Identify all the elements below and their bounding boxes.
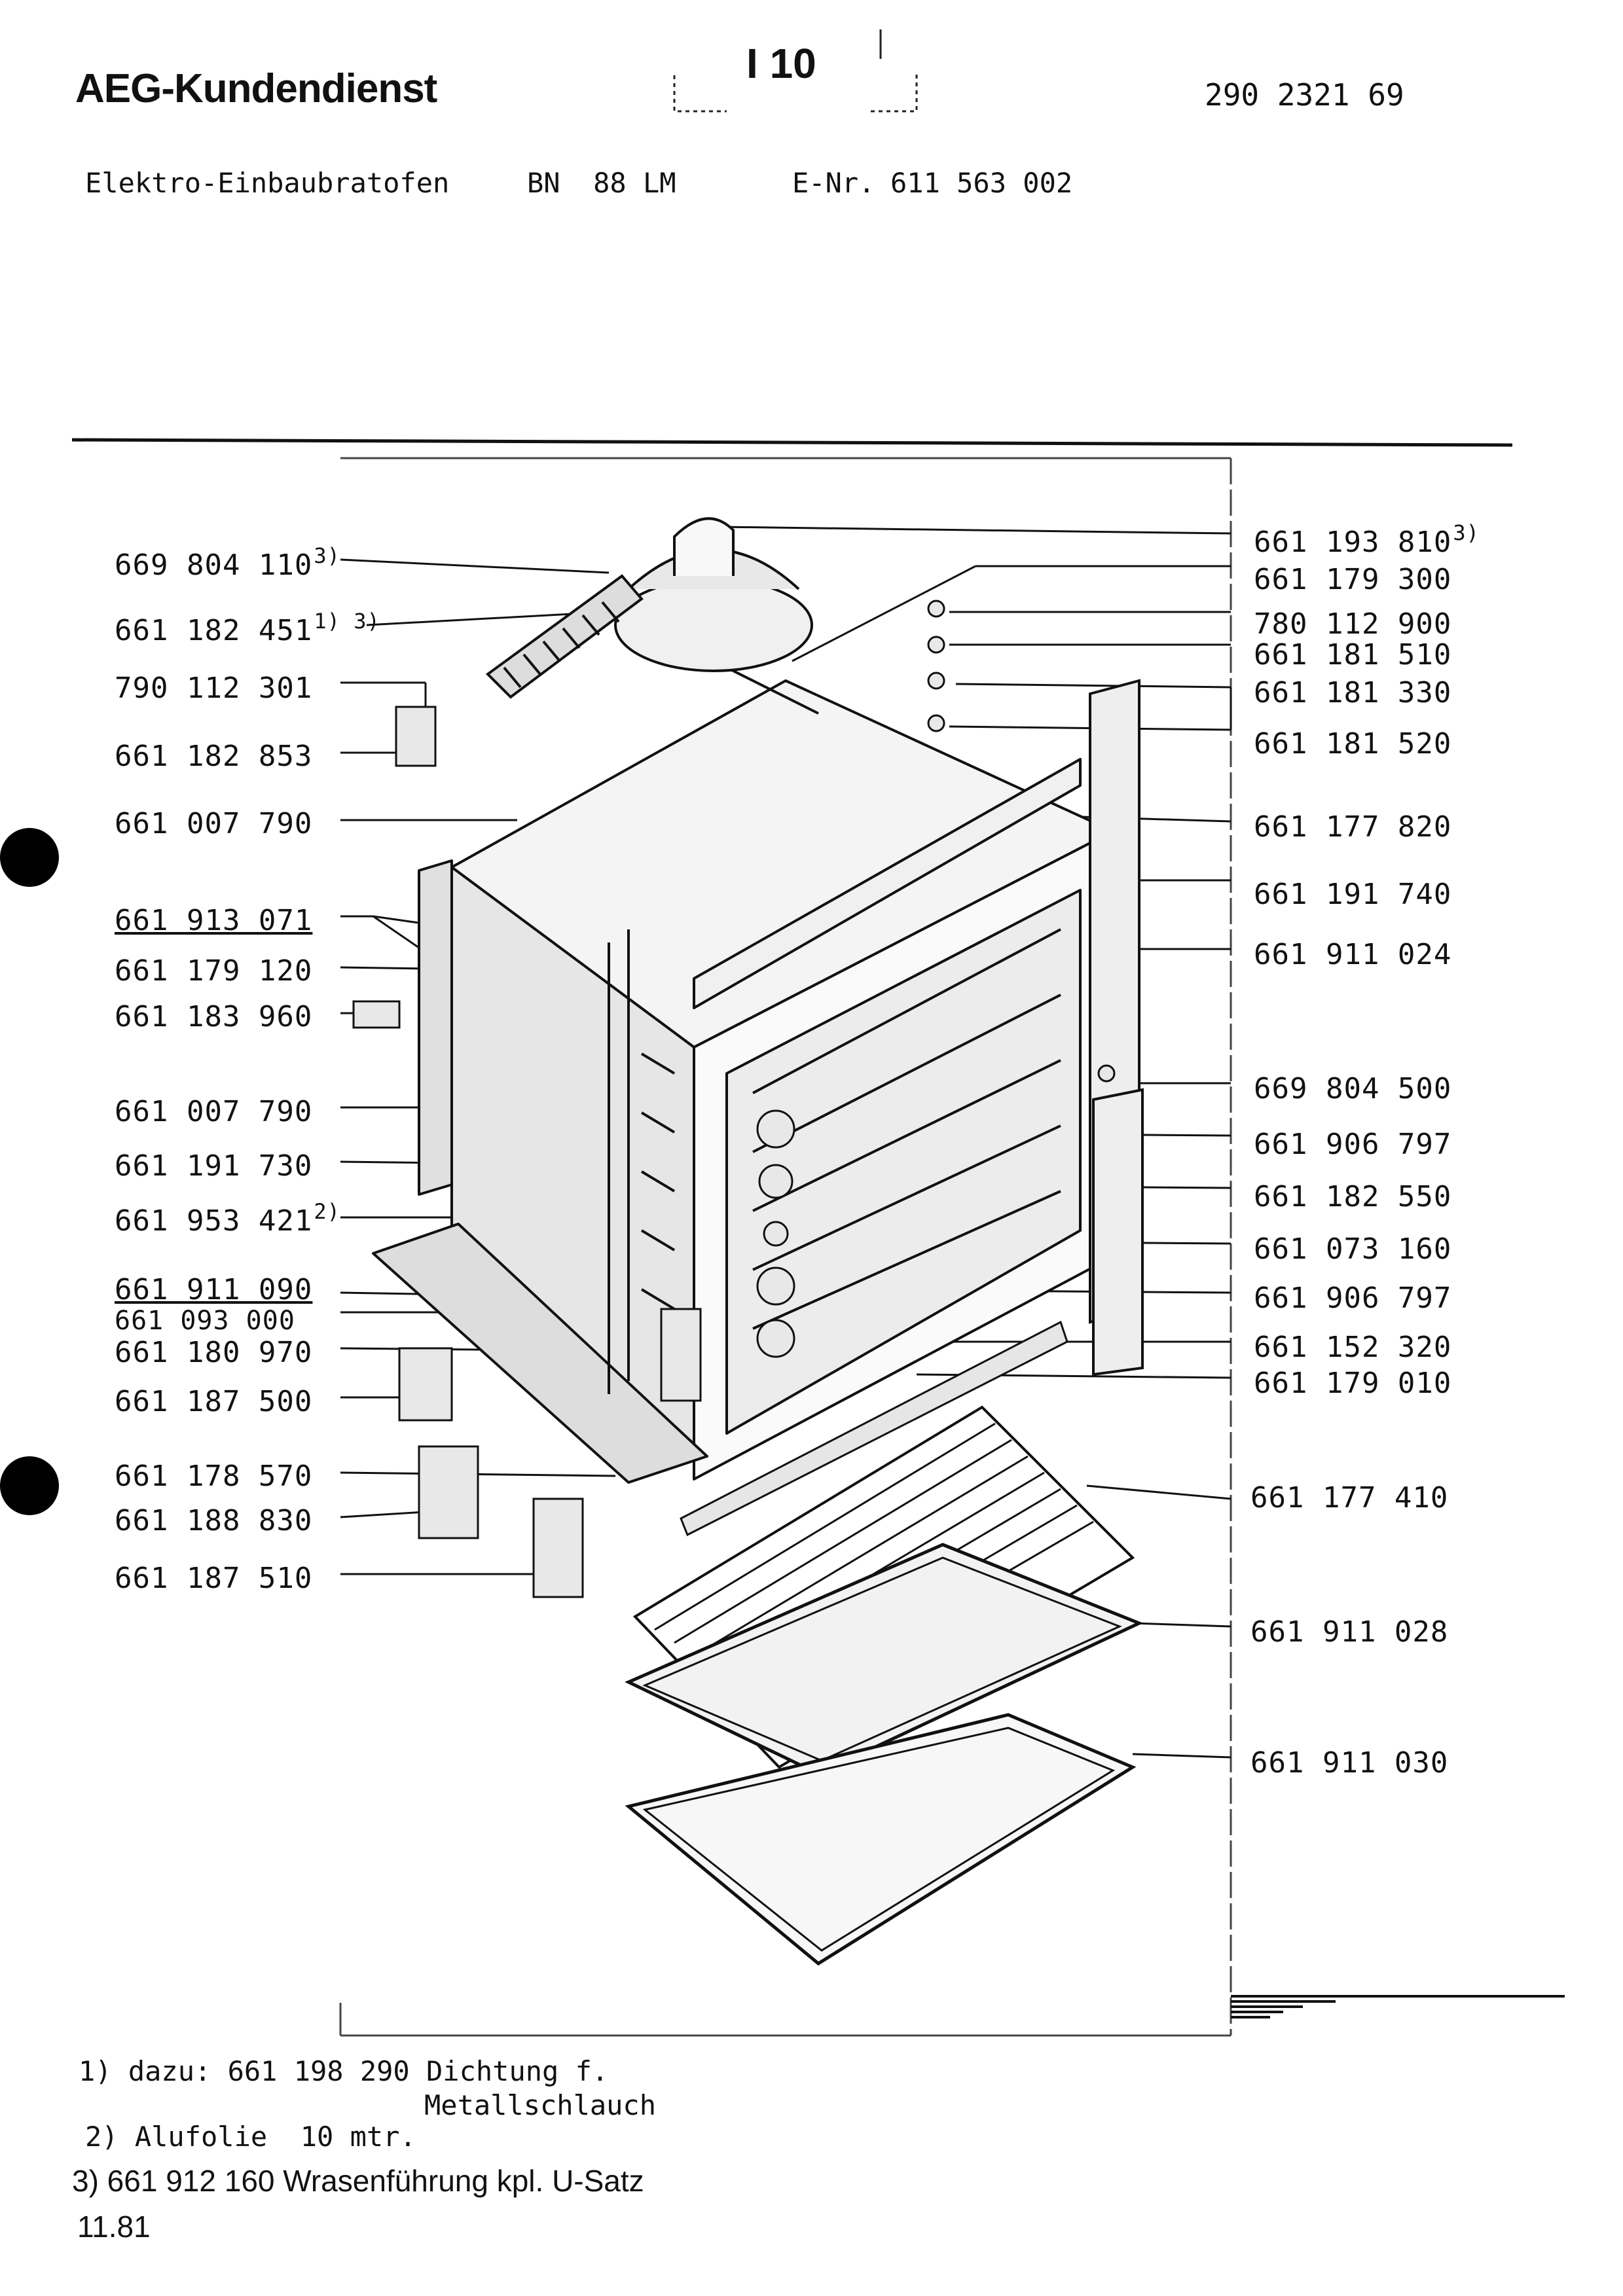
top-rule <box>71 438 1513 447</box>
page-code: I 10 <box>746 40 816 87</box>
small-fittings <box>352 600 1116 1598</box>
brand-title: AEG-Kundendienst <box>75 66 437 111</box>
part-label-left: 661 913 071 <box>115 904 313 937</box>
part-label-left: 661 182 4511) 3) <box>115 609 380 647</box>
part-label-left: 661 007 790 <box>115 807 313 840</box>
baking-tray <box>625 1543 1144 1776</box>
part-label-right: 661 177 410 <box>1250 1481 1449 1515</box>
footnote-2: 2) Alufolie 10 mtr. <box>85 2121 416 2153</box>
part-label-right: 661 152 320 <box>1254 1331 1452 1364</box>
part-label-right: 661 179 300 <box>1254 563 1452 596</box>
doc-number: 290 2321 69 <box>1205 77 1404 113</box>
part-label-right: 661 911 030 <box>1250 1746 1449 1780</box>
part-label-left: 661 178 570 <box>115 1460 313 1493</box>
part-label-right: 780 112 900 <box>1254 607 1452 641</box>
scan-artifact <box>1231 1995 1565 2018</box>
fan-unit <box>614 517 813 672</box>
part-label-left: 661 182 853 <box>115 740 313 773</box>
part-label-right: 661 906 797 <box>1254 1282 1452 1315</box>
part-label-left: 790 112 301 <box>115 672 313 705</box>
part-label-left: 661 183 960 <box>115 1000 313 1033</box>
side-rails-right <box>1089 679 1144 1376</box>
part-label-right: 661 906 797 <box>1254 1128 1452 1161</box>
enr-value: 611 563 002 <box>890 167 1073 199</box>
part-label-left: 661 187 500 <box>115 1385 313 1418</box>
part-label-left: 661 007 790 <box>115 1095 313 1128</box>
part-label-right: 661 181 520 <box>1254 727 1452 761</box>
part-label-right: 669 804 500 <box>1254 1072 1452 1105</box>
footnote-1-continued: Metallschlauch <box>424 2089 657 2121</box>
part-label-right: 661 179 010 <box>1254 1367 1452 1400</box>
footnote-1: 1) dazu: 661 198 290 Dichtung f. <box>79 2055 609 2087</box>
part-label-right: 661 177 820 <box>1254 810 1452 844</box>
product-model: BN 88 LM <box>527 167 676 199</box>
punch-hole-top <box>0 828 59 887</box>
drip-pan <box>625 1713 1137 1966</box>
part-label-right: 661 181 330 <box>1254 676 1452 709</box>
enr-label: E-Nr. <box>792 167 875 199</box>
part-label-left: 661 180 970 <box>115 1336 313 1369</box>
part-label-right: 661 182 550 <box>1254 1180 1452 1213</box>
part-label-right: 661 191 740 <box>1254 878 1452 911</box>
product-description: Elektro-Einbaubratofen <box>85 167 450 199</box>
part-label-right: 661 181 510 <box>1254 638 1452 672</box>
part-label-right: 661 911 028 <box>1250 1615 1449 1649</box>
page-code-bracket <box>673 29 918 113</box>
part-label-left: 661 179 120 <box>115 954 313 988</box>
part-label-left: 661 093 000 <box>115 1306 295 1336</box>
part-label-left: 661 188 830 <box>115 1504 313 1537</box>
part-label-left: 661 187 510 <box>115 1562 313 1595</box>
part-label-left: 669 804 1103) <box>115 543 340 582</box>
part-label-right: 661 073 160 <box>1254 1232 1452 1266</box>
part-label-left: 661 191 730 <box>115 1149 313 1183</box>
date-code: 11.81 <box>77 2210 151 2244</box>
part-label-left: 661 911 090 <box>115 1273 313 1306</box>
bottom-rail <box>680 1320 1068 1537</box>
flexible-hose <box>485 574 644 699</box>
punch-hole-bottom <box>0 1456 59 1515</box>
part-label-right: 661 911 024 <box>1254 938 1452 971</box>
part-label-right: 661 193 8103) <box>1254 520 1480 559</box>
footnote-3: 3) 661 912 160 Wrasenführung kpl. U-Satz <box>72 2164 644 2198</box>
oven-body <box>372 656 1114 1484</box>
part-label-left: 661 953 4212) <box>115 1199 340 1238</box>
